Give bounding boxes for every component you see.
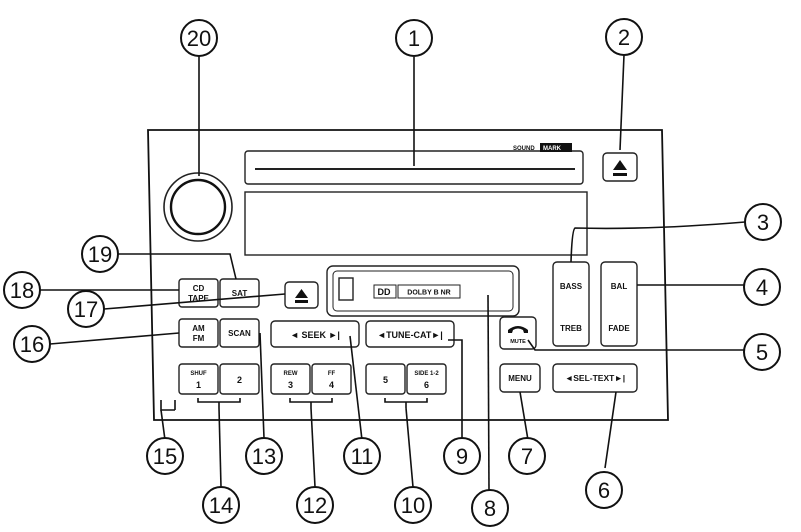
callout-18: 18 — [3, 271, 41, 309]
svg-text:9: 9 — [456, 444, 468, 469]
sel-text-button[interactable]: ◄SEL-TEXT►| — [552, 363, 638, 393]
callout-19: 19 — [81, 235, 119, 273]
bass-treble-control[interactable]: BASS TREB — [552, 261, 590, 347]
preset-2-label: 2 — [237, 375, 242, 385]
callout-10: 10 — [394, 486, 432, 524]
svg-text:10: 10 — [401, 493, 425, 518]
svg-text:13: 13 — [252, 444, 276, 469]
eject-tape-button[interactable] — [284, 281, 319, 309]
cd-label: CD — [193, 284, 205, 293]
power-volume-knob[interactable] — [163, 172, 233, 242]
preset-5-label: 5 — [383, 375, 388, 385]
svg-text:16: 16 — [20, 332, 44, 357]
sel-text-label: ◄SEL-TEXT►| — [565, 373, 625, 383]
svg-text:6: 6 — [598, 478, 610, 503]
callout-6: 6 — [585, 471, 623, 509]
seek-label: ◄ SEEK ►| — [290, 330, 340, 340]
preset-6-button[interactable]: SIDE 1-2 6 — [406, 363, 447, 395]
callout-14: 14 — [202, 486, 240, 524]
eject-cd-button[interactable] — [602, 152, 638, 182]
scan-label: SCAN — [228, 329, 251, 338]
callout-17: 17 — [67, 290, 105, 328]
preset-4-label: 4 — [329, 380, 334, 390]
eject-icon — [613, 160, 627, 176]
svg-text:17: 17 — [74, 297, 98, 322]
preset-3-button[interactable]: REW 3 — [270, 363, 311, 395]
svg-text:4: 4 — [756, 275, 768, 300]
menu-button[interactable]: MENU — [499, 363, 541, 393]
preset-1-button[interactable]: SHUF 1 — [178, 363, 219, 395]
callout-15: 15 — [146, 437, 184, 475]
preset-1-label: 1 — [196, 380, 201, 390]
side-label: SIDE 1-2 — [414, 371, 439, 377]
svg-text:2: 2 — [618, 25, 630, 50]
callout-9: 9 — [443, 437, 481, 475]
svg-text:5: 5 — [756, 340, 768, 365]
menu-label: MENU — [508, 374, 532, 383]
svg-text:3: 3 — [757, 210, 769, 235]
svg-text:14: 14 — [209, 493, 233, 518]
sat-label: SAT — [232, 289, 248, 298]
callout-16: 16 — [13, 325, 51, 363]
treb-label: TREB — [560, 324, 582, 333]
tape-slot[interactable] — [244, 191, 588, 256]
brand-suffix: MARK — [543, 146, 562, 152]
ff-label: FF — [328, 371, 336, 377]
callout-12: 12 — [296, 486, 334, 524]
preset-5-button[interactable]: 5 — [365, 363, 406, 395]
preset-2-button[interactable]: 2 — [219, 363, 260, 395]
rew-label: REW — [284, 371, 298, 377]
svg-text:8: 8 — [484, 496, 496, 521]
scan-button[interactable]: SCAN — [219, 318, 260, 348]
eject-icon — [295, 289, 308, 303]
callout-7: 7 — [508, 437, 546, 475]
callout-11: 11 — [343, 437, 381, 475]
svg-text:7: 7 — [521, 444, 533, 469]
callout-13: 13 — [245, 437, 283, 475]
mute-button[interactable]: MUTE — [499, 316, 537, 350]
shuf-label: SHUF — [190, 371, 207, 377]
callout-2: 2 — [605, 18, 643, 56]
preset-6-label: 6 — [424, 380, 429, 390]
tune-cat-label: ◄TUNE-CAT►| — [377, 330, 443, 340]
dolby-label: DOLBY B NR — [407, 290, 450, 297]
fm-label: FM — [193, 334, 205, 343]
cassette-display: DD DOLBY B NR — [326, 265, 520, 317]
svg-text:19: 19 — [88, 242, 112, 267]
brand-logo: SOUND MARK — [513, 143, 572, 152]
callout-8: 8 — [471, 489, 509, 527]
sat-button[interactable]: SAT — [219, 278, 260, 308]
svg-text:15: 15 — [153, 444, 177, 469]
balance-fade-control[interactable]: BAL FADE — [600, 261, 638, 347]
am-label: AM — [192, 324, 205, 333]
tune-cat-button[interactable]: ◄TUNE-CAT►| — [365, 320, 455, 348]
svg-text:20: 20 — [187, 26, 211, 51]
seek-button[interactable]: ◄ SEEK ►| — [270, 320, 360, 348]
mute-label: MUTE — [510, 339, 526, 345]
callout-20: 20 — [180, 19, 218, 57]
phone-icon — [508, 326, 528, 333]
callout-4: 4 — [743, 268, 781, 306]
dolby-symbol: DD — [378, 287, 391, 297]
dolby-icon — [373, 284, 397, 299]
callout-5: 5 — [743, 333, 781, 371]
fade-label: FADE — [608, 324, 630, 333]
preset-4-button[interactable]: FF 4 — [311, 363, 352, 395]
callout-3: 3 — [744, 203, 782, 241]
callout-leaders — [40, 54, 746, 491]
callout-1: 1 — [395, 19, 433, 57]
svg-text:11: 11 — [351, 444, 374, 469]
preset-3-label: 3 — [288, 380, 293, 390]
svg-text:1: 1 — [408, 26, 420, 51]
brand-prefix: SOUND — [513, 146, 535, 152]
bass-label: BASS — [560, 282, 583, 291]
svg-text:18: 18 — [10, 278, 34, 303]
am-fm-button[interactable]: AM FM — [178, 318, 219, 348]
tape-label: TAPE — [188, 294, 209, 303]
bal-label: BAL — [611, 282, 628, 291]
svg-text:12: 12 — [303, 493, 327, 518]
